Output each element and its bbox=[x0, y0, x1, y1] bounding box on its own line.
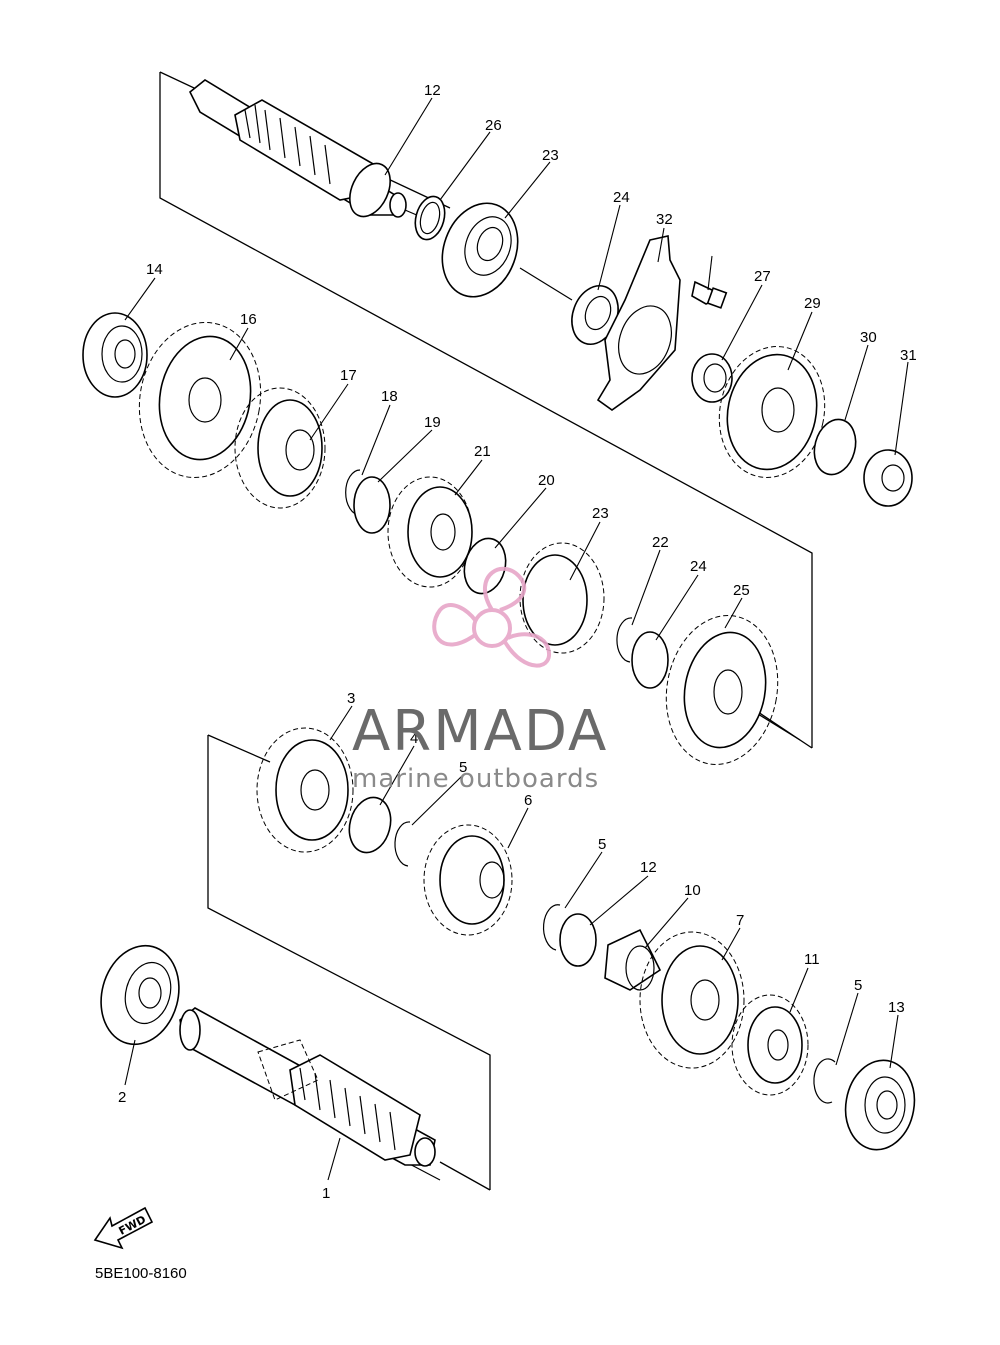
callout-20: 22 bbox=[652, 534, 669, 551]
callout-numbers: 12 26 23 24 32 27 29 30 31 14 16 17 18 1… bbox=[118, 82, 917, 1202]
callout-12: 14 bbox=[146, 261, 163, 278]
callout-5b: 5 bbox=[598, 836, 606, 853]
callout-18: 20 bbox=[538, 472, 555, 489]
callout-30: 31 bbox=[900, 347, 917, 364]
callout-8: 10 bbox=[684, 882, 701, 899]
callout-3: 3 bbox=[347, 690, 355, 707]
callout-9: 11 bbox=[804, 951, 820, 968]
callout-23: 25 bbox=[733, 582, 750, 599]
drive-shaft bbox=[179, 1007, 436, 1167]
armada-watermark: ARMADA marine outboards bbox=[352, 566, 608, 794]
callout-10: 12 bbox=[640, 859, 657, 876]
callout-27: 26 bbox=[485, 117, 502, 134]
propeller-logo-icon bbox=[432, 566, 552, 668]
watermark-subtitle: marine outboards bbox=[352, 764, 599, 794]
callout-leaders bbox=[124, 97, 909, 1181]
callout-24: 23 bbox=[542, 147, 559, 164]
callout-22: 24 bbox=[690, 558, 707, 575]
callout-6: 6 bbox=[524, 792, 532, 809]
watermark-title: ARMADA bbox=[352, 699, 608, 764]
callout-17: 19 bbox=[424, 414, 441, 431]
callout-26: 27 bbox=[754, 268, 771, 285]
callout-29: 30 bbox=[860, 329, 877, 346]
callout-7: 7 bbox=[736, 912, 744, 929]
callout-19: 21 bbox=[474, 443, 491, 460]
callout-16: 18 bbox=[381, 388, 398, 405]
fwd-arrow-icon: FWD bbox=[93, 1206, 154, 1250]
callout-15: 17 bbox=[340, 367, 357, 384]
callout-5a: 5 bbox=[459, 759, 467, 776]
callout-31: 32 bbox=[656, 211, 673, 228]
callout-21: 23 bbox=[592, 505, 609, 522]
callout-25: 24 bbox=[613, 189, 630, 206]
diagram-code: 5BE100-8160 bbox=[95, 1265, 187, 1282]
callout-1: 1 bbox=[322, 1185, 330, 1202]
callout-11: 13 bbox=[888, 999, 905, 1016]
callout-13: 12 bbox=[424, 82, 441, 99]
lower-shaft-frame bbox=[207, 734, 491, 1191]
callout-2: 2 bbox=[118, 1089, 126, 1106]
main-shaft bbox=[188, 79, 407, 218]
callout-5c: 5 bbox=[854, 977, 862, 994]
part-shapes bbox=[82, 195, 916, 1151]
callout-4: 4 bbox=[410, 730, 418, 747]
callout-28: 29 bbox=[804, 295, 821, 312]
callout-14: 16 bbox=[240, 311, 257, 328]
